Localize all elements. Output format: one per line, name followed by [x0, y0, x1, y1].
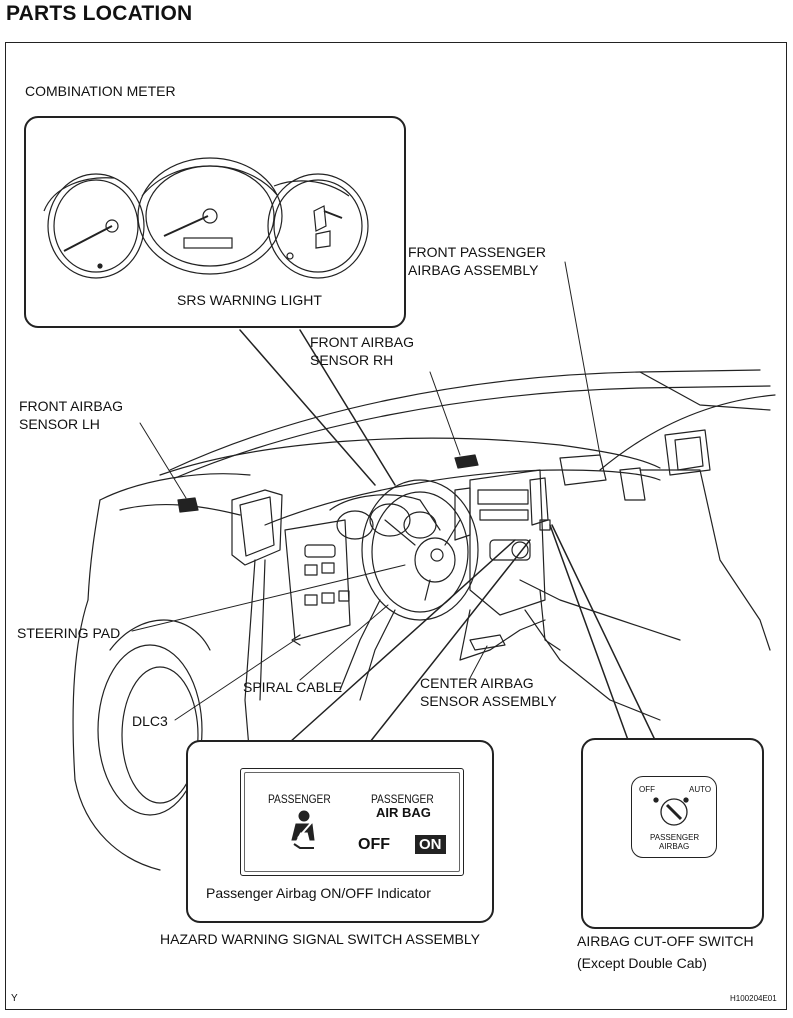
cutoff-airbag-label: AIRBAG	[659, 842, 690, 851]
label-hazard-switch: HAZARD WARNING SIGNAL SWITCH ASSEMBLY	[160, 931, 480, 947]
cutoff-passenger-label: PASSENGER	[650, 833, 700, 842]
cutoff-off-label: OFF	[639, 785, 655, 794]
indicator-inset	[186, 740, 494, 923]
label-spiral-cable: SPIRAL CABLE	[243, 679, 343, 695]
combination-meter-gauges	[43, 157, 369, 279]
label-front-passenger-airbag: FRONT PASSENGER AIRBAG ASSEMBLY	[408, 244, 546, 278]
label-dlc3: DLC3	[132, 713, 168, 729]
label-steering-pad: STEERING PAD	[17, 625, 121, 641]
cutoff-auto-label: AUTO	[689, 785, 712, 794]
key-cylinder-icon	[653, 797, 689, 826]
footer-left: Y	[11, 993, 18, 1004]
diagram-frame	[5, 42, 787, 1010]
cutoff-switch-plate	[631, 776, 717, 858]
label-srs-warning-light: SRS WARNING LIGHT	[177, 292, 322, 308]
indicator-off: OFF	[358, 836, 390, 853]
cutoff-switch-inset	[581, 738, 764, 929]
indicator-on: ON	[415, 835, 446, 854]
footer-right: H100204E01	[730, 994, 777, 1003]
indicator-passenger-left: PASSENGER	[268, 792, 331, 806]
combination-meter-inset	[24, 116, 406, 328]
label-front-airbag-sensor-lh: FRONT AIRBAG SENSOR LH	[19, 398, 123, 432]
label-front-airbag-sensor-rh: FRONT AIRBAG SENSOR RH	[310, 334, 414, 368]
page-title: PARTS LOCATION	[6, 2, 193, 25]
seatbelt-icon	[291, 810, 315, 849]
label-center-airbag-sensor: CENTER AIRBAG SENSOR ASSEMBLY	[420, 675, 557, 709]
indicator-passenger-right: PASSENGER	[371, 792, 434, 806]
label-airbag-cutoff-switch: AIRBAG CUT-OFF SWITCH (Except Double Cab…	[577, 933, 754, 971]
indicator-air-bag: AIR BAG	[376, 805, 431, 820]
indicator-panel	[240, 768, 464, 876]
label-combination-meter: COMBINATION METER	[25, 83, 176, 99]
indicator-caption: Passenger Airbag ON/OFF Indicator	[206, 885, 431, 901]
